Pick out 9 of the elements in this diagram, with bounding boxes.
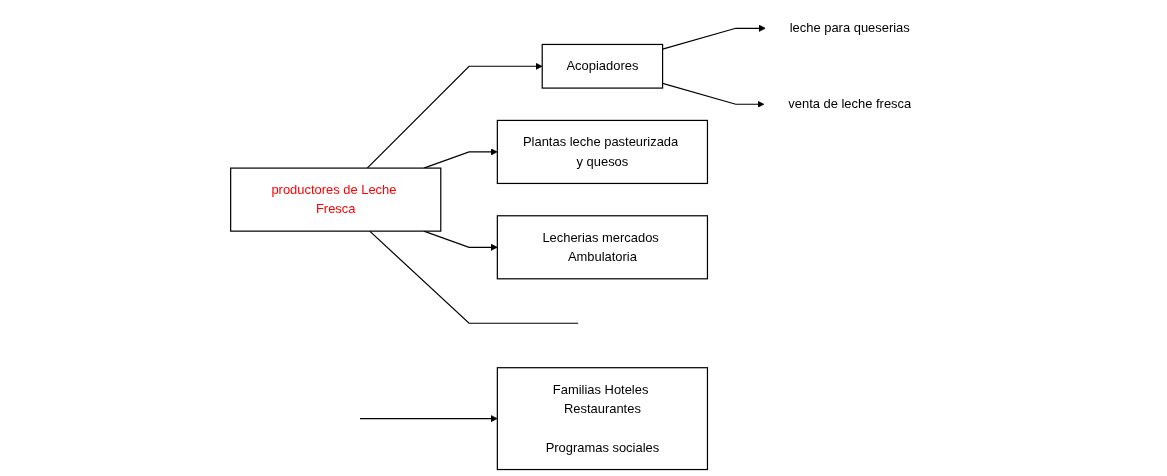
arrow bbox=[367, 62, 543, 169]
node-box: Plantas leche pasteurizada y quesos bbox=[497, 119, 709, 185]
node-box: Acopiadores bbox=[542, 43, 664, 89]
node-text: leche para queserias bbox=[790, 21, 911, 35]
node-box: productores de Leche Fresca bbox=[230, 167, 442, 232]
node-text: venta de leche fresca bbox=[788, 96, 912, 111]
node-box: Lecherias mercados Ambulatoria bbox=[497, 215, 709, 280]
connector bbox=[369, 230, 580, 324]
node-box: Familias Hoteles Restaurantes Programas sociales bbox=[497, 367, 709, 471]
